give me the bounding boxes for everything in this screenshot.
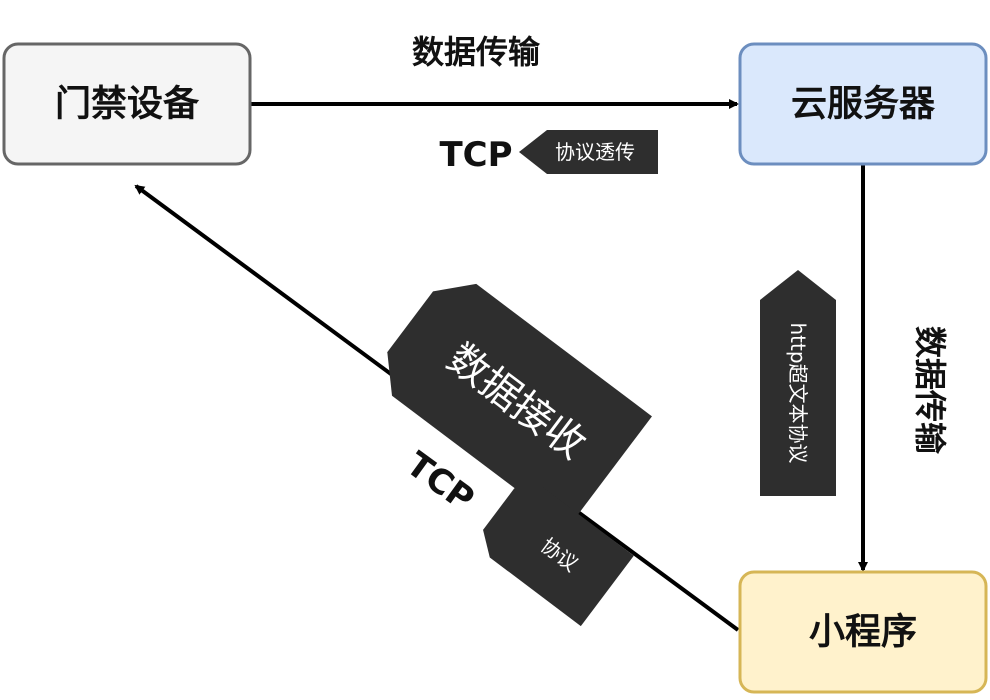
edge-program-to-device-protocol: TCP — [399, 444, 482, 519]
edge-server-to-program-tag: http超文本协议 — [760, 270, 836, 496]
node-mini-program[interactable]: 小程序 — [738, 570, 988, 694]
edge-device-to-server-tag: 协议透传 — [519, 130, 658, 174]
edge-device-to-server-label: 数据传输 — [412, 33, 541, 71]
edge-server-to-program-label-group: 数据传输 — [911, 326, 949, 455]
edge-server-to-program-label: 数据传输 — [911, 326, 949, 455]
node-access-device[interactable]: 门禁设备 — [2, 42, 252, 166]
edge-device-to-server-tag-text: 协议透传 — [555, 140, 635, 164]
edge-program-to-device-large-tag: 数据接收 — [387, 283, 652, 529]
edge-device-to-server-protocol: TCP — [439, 135, 512, 175]
node-access-device-label: 门禁设备 — [55, 84, 200, 125]
node-mini-program-label: 小程序 — [809, 612, 917, 653]
node-cloud-server[interactable]: 云服务器 — [738, 42, 988, 166]
edge-server-to-program-tag-text: http超文本协议 — [786, 322, 810, 463]
node-cloud-server-label: 云服务器 — [791, 84, 936, 125]
edge-program-to-device-tag: 协议 — [483, 487, 634, 627]
edge-program-to-device-protocol-group: TCP — [399, 444, 482, 519]
